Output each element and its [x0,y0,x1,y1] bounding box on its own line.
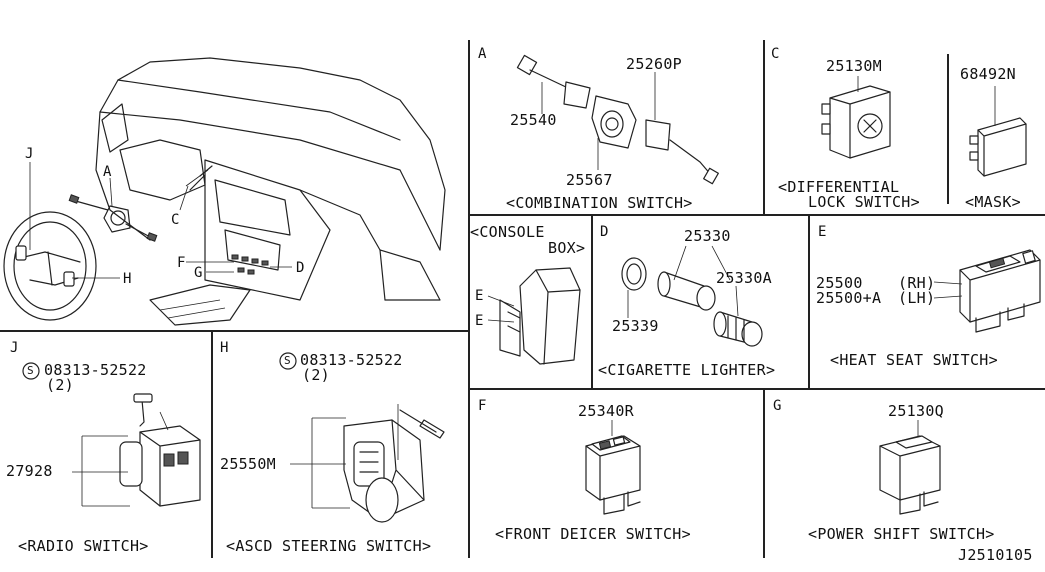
combination-switch-illustration [516,54,719,185]
console-label-e-lower: E [475,313,484,329]
bolt-qty-h: (2) [302,366,330,384]
panel-a-letter: A [478,46,487,62]
part-25540: 25540 [510,111,557,129]
bolt-qty-j: (2) [46,376,74,394]
bolt-symbol-j: S [27,364,34,377]
divider-horizontal-right-1 [469,214,1045,216]
callout-f: F [177,255,186,271]
power-shift-switch-illustration [879,420,941,515]
part-25567: 25567 [566,171,613,189]
panel-d-letter: D [600,224,609,240]
callout-h: H [123,271,132,287]
callout-a: A [103,164,112,180]
callout-d: D [296,260,305,276]
panel-f-letter: F [478,398,487,414]
part-25330: 25330 [684,227,731,245]
steering-wheel-illustration [3,211,97,321]
divider-vertical-main [468,40,470,558]
part-25330a: 25330A [716,269,772,287]
part-27928: 27928 [6,462,53,480]
bolt-part-h: 08313-52522 [300,351,403,369]
divider-vertical-jh [211,331,213,558]
divider-vertical-de [808,215,810,388]
heat-seat-switch-illustration [933,249,1041,333]
ascd-steering-switch-illustration [290,404,445,523]
dashboard-illustration [95,57,446,326]
console-box-illustration [487,267,581,365]
part-68492n: 68492N [960,65,1016,83]
panel-c-letter: C [771,46,780,62]
diagram-id: J2510105 [958,546,1033,564]
console-label-e-upper: E [475,288,484,304]
mask-illustration [969,86,1027,177]
divider-vertical-ac [763,40,765,215]
mask-caption: <MASK> [965,193,1021,211]
panel-f-caption: <FRONT DEICER SWITCH> [495,525,691,543]
bolt-symbol-h: S [284,354,291,367]
panel-d-caption: <CIGARETTE LIGHTER> [598,361,776,379]
console-caption-line2: BOX> [548,239,586,257]
console-caption-line1: <CONSOLE [470,223,545,241]
bolt-symbol-circle-j [22,362,40,380]
panel-g-caption: <POWER SHIFT SWITCH> [808,525,995,543]
differential-lock-switch-illustration [821,76,891,159]
panel-e-letter: E [818,224,827,240]
panel-h-caption: <ASCD STEERING SWITCH> [226,537,432,555]
panel-a-caption: <COMBINATION SWITCH> [506,194,693,212]
panel-j-caption: <RADIO SWITCH> [18,537,149,555]
rh-label: (RH) [898,274,936,292]
part-25130q: 25130Q [888,402,944,420]
bolt-part-j: 08313-52522 [44,361,147,379]
divider-horizontal-right-2 [469,388,1045,390]
panel-c-caption-line1: <DIFFERENTIAL [778,178,900,196]
cigarette-lighter-illustration [621,245,763,347]
panel-h-letter: H [220,340,229,356]
part-25550m: 25550M [220,455,276,473]
overview-leaders [29,162,292,279]
callout-j: J [25,146,34,162]
part-25339: 25339 [612,317,659,335]
divider-vertical-console [591,215,593,388]
callout-g: G [194,265,203,281]
radio-switch-illustration [72,393,201,507]
divider-vertical-fg [763,389,765,558]
part-25340r: 25340R [578,402,634,420]
panel-e-caption: <HEAT SEAT SWITCH> [830,351,998,369]
combination-switch-overview [68,194,158,242]
part-25500: 25500 [816,274,863,292]
part-25130m: 25130M [826,57,882,75]
panel-c-caption-line2: LOCK SWITCH> [808,193,920,211]
panel-j-letter: J [10,340,19,356]
lh-label: (LH) [898,289,936,307]
bolt-symbol-circle-h [279,352,297,370]
panel-g-letter: G [773,398,782,414]
part-25260p: 25260P [626,55,682,73]
part-25500-a: 25500+A [816,289,882,307]
divider-horizontal-left [0,330,469,332]
front-deicer-switch-illustration [585,420,641,515]
callout-c: C [171,212,180,228]
divider-vertical-cmask [947,54,949,204]
